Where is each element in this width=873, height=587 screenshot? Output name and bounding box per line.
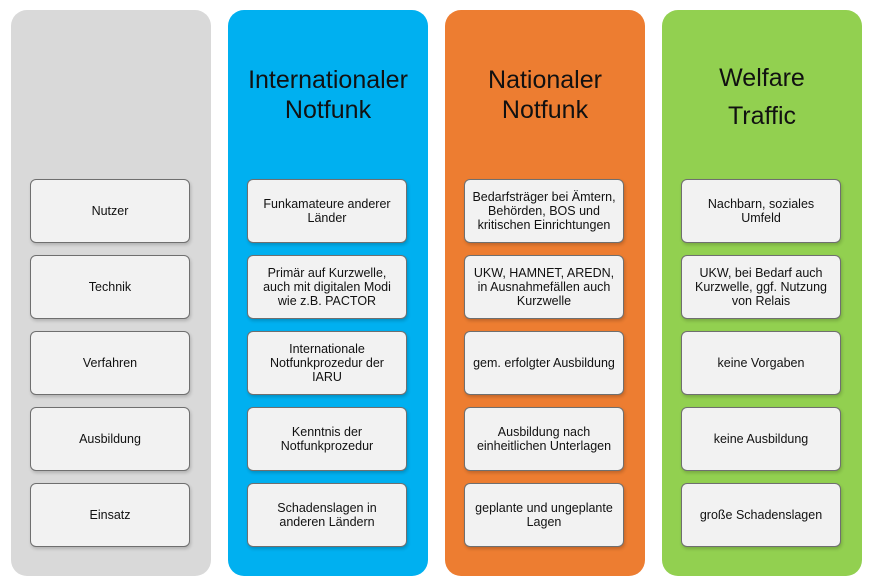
international-card-nutzer: Funkamateure anderer Länder xyxy=(247,179,407,243)
national-card-verfahren: gem. erfolgter Ausbildung xyxy=(464,331,624,395)
national-card-ausbildung: Ausbildung nach einheitlichen Unterlagen xyxy=(464,407,624,471)
card-text: Bedarfsträger bei Ämtern, Behörden, BOS … xyxy=(472,190,616,232)
national-card-technik: UKW, HAMNET, AREDN, in Ausnahmefällen au… xyxy=(464,255,624,319)
card-text: UKW, HAMNET, AREDN, in Ausnahmefällen au… xyxy=(473,266,615,308)
international-card-einsatz: Schadenslagen in anderen Ländern xyxy=(247,483,407,547)
welfare-column-title: Welfare Traffic xyxy=(662,59,862,135)
card-text: Ausbildung xyxy=(79,432,141,446)
card-text: keine Ausbildung xyxy=(713,432,809,446)
international-card-verfahren: Internationale Notfunkprozedur der IARU xyxy=(247,331,407,395)
card-text: Primär auf Kurzwelle, auch mit digitalen… xyxy=(263,266,391,308)
title-line: Traffic xyxy=(727,102,797,130)
title-line: Welfare xyxy=(719,64,805,92)
card-text: Schadenslagen in anderen Ländern xyxy=(277,501,377,529)
card-text: gem. erfolgter Ausbildung xyxy=(473,356,615,370)
national-card-nutzer: Bedarfsträger bei Ämtern, Behörden, BOS … xyxy=(464,179,624,243)
welfare-card-verfahren: keine Vorgaben xyxy=(681,331,841,395)
national-card-einsatz: geplante und ungeplante Lagen xyxy=(464,483,624,547)
welfare-card-technik: UKW, bei Bedarf auch Kurzwelle, ggf. Nut… xyxy=(681,255,841,319)
criteria-card-ausbildung: Ausbildung xyxy=(30,407,190,471)
card-text: Verfahren xyxy=(82,356,138,370)
criteria-card-einsatz: Einsatz xyxy=(30,483,190,547)
criteria-card-verfahren: Verfahren xyxy=(30,331,190,395)
card-text: große Schadenslagen xyxy=(699,508,823,522)
welfare-column: Welfare Traffic Nachbarn, soziales Umfel… xyxy=(662,10,862,576)
card-text: Ausbildung nach einheitlichen Unterlagen xyxy=(476,425,612,453)
card-text: UKW, bei Bedarf auch Kurzwelle, ggf. Nut… xyxy=(694,266,827,308)
title-line: Notfunk xyxy=(284,96,372,124)
card-text: Kenntnis der Notfunkprozedur xyxy=(280,425,374,453)
international-column-title: Internationaler Notfunk xyxy=(228,65,428,125)
international-column: Internationaler Notfunk Funkamateure and… xyxy=(228,10,428,576)
card-text: Internationale Notfunkprozedur der IARU xyxy=(270,342,384,384)
card-text: Einsatz xyxy=(89,508,131,522)
card-text: Technik xyxy=(88,280,132,294)
welfare-card-nutzer: Nachbarn, soziales Umfeld xyxy=(681,179,841,243)
welfare-card-einsatz: große Schadenslagen xyxy=(681,483,841,547)
card-text: keine Vorgaben xyxy=(717,356,805,370)
criteria-column: Nutzer Technik Verfahren Ausbildung Eins… xyxy=(11,10,211,576)
card-text: Nutzer xyxy=(91,204,129,218)
national-column-title: Nationaler Notfunk xyxy=(445,65,645,125)
title-line: Notfunk xyxy=(501,96,589,124)
card-text: geplante und ungeplante Lagen xyxy=(475,501,613,529)
international-card-technik: Primär auf Kurzwelle, auch mit digitalen… xyxy=(247,255,407,319)
title-line: Internationaler xyxy=(248,66,408,94)
criteria-card-technik: Technik xyxy=(30,255,190,319)
criteria-card-nutzer: Nutzer xyxy=(30,179,190,243)
card-text: Funkamateure anderer Länder xyxy=(263,197,391,225)
welfare-card-ausbildung: keine Ausbildung xyxy=(681,407,841,471)
title-line: Nationaler xyxy=(488,66,602,94)
national-column: Nationaler Notfunk Bedarfsträger bei Ämt… xyxy=(445,10,645,576)
card-text: Nachbarn, soziales Umfeld xyxy=(707,197,815,225)
international-card-ausbildung: Kenntnis der Notfunkprozedur xyxy=(247,407,407,471)
